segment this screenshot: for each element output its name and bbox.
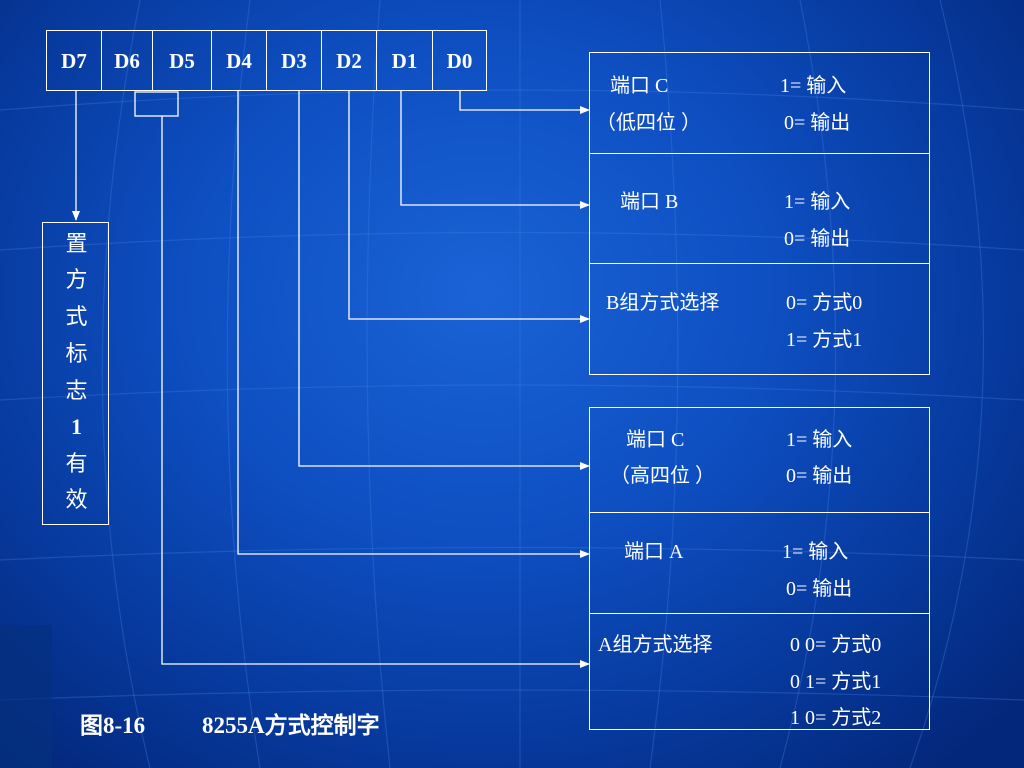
- group-b-box: 端口 C （低四位 ） 1= 输入 0= 输出 端口 B 1= 输入 0= 输出…: [589, 52, 930, 375]
- figure-number: 图8-16: [80, 713, 146, 738]
- port-c-high-opt-0: 0= 输出: [786, 465, 853, 487]
- mode-flag-char: 式: [65, 304, 88, 329]
- bit-d7-label: D7: [61, 49, 87, 73]
- bit-d0-cell: D0: [432, 30, 487, 91]
- group-a-divider: [590, 613, 929, 614]
- group-a-mode-opt-1: 0 1= 方式1: [790, 671, 882, 693]
- port-c-low-name: 端口 C: [610, 75, 669, 97]
- d4-to-port-a-line: [237, 91, 590, 558]
- bit-d6-label: D6: [114, 49, 140, 73]
- mode-flag-char: 置: [65, 231, 88, 256]
- port-a-name: 端口 A: [624, 541, 684, 563]
- mode-flag-char: 效: [65, 487, 88, 512]
- bit-d1-label: D1: [391, 49, 418, 73]
- group-a-mode-name: A组方式选择: [598, 634, 713, 656]
- bit-d4-label: D4: [226, 49, 252, 73]
- bit-d7-cell: D7: [46, 30, 102, 91]
- d3-to-port-c-high-line: [298, 91, 590, 470]
- port-b-name: 端口 B: [620, 191, 679, 213]
- bit-d2-label: D2: [336, 49, 362, 73]
- group-b-mode-name: B组方式选择: [606, 292, 720, 314]
- port-a-opt-0: 0= 输出: [786, 578, 853, 600]
- mode-flag-char: 志: [65, 378, 88, 403]
- d0-to-port-c-low-line: [459, 91, 590, 114]
- bit-d4-cell: D4: [211, 30, 267, 91]
- mode-flag-char: 1: [71, 414, 82, 439]
- bit-d2-cell: D2: [321, 30, 377, 91]
- group-a-mode-opt-2: 1 0= 方式2: [790, 707, 882, 729]
- port-c-high-sub: （高四位 ）: [610, 465, 715, 487]
- port-c-low-sub: （低四位 ）: [596, 112, 701, 134]
- group-a-mode-opt-0: 0 0= 方式0: [790, 634, 882, 656]
- bit-d3-label: D3: [281, 49, 307, 73]
- mode-flag-char: 方: [65, 267, 88, 292]
- group-a-box: 端口 C （高四位 ） 1= 输入 0= 输出 端口 A 1= 输入 0= 输出…: [589, 407, 930, 730]
- port-b-opt-0: 0= 输出: [784, 228, 851, 250]
- figure-title: 8255A方式控制字: [202, 713, 380, 738]
- group-b-mode-opt-1: 1= 方式1: [786, 329, 863, 351]
- bit-d1-cell: D1: [376, 30, 433, 91]
- port-c-low-opt-0: 0= 输出: [784, 112, 851, 134]
- mode-flag-char: 标: [65, 341, 88, 366]
- port-c-high-name: 端口 C: [626, 429, 685, 451]
- d6-d5-bracket: [134, 91, 179, 117]
- bit-d0-label: D0: [446, 49, 473, 73]
- port-a-opt-1: 1= 输入: [782, 541, 849, 563]
- bit-d5-label: D5: [169, 49, 195, 73]
- port-c-low-opt-1: 1= 输入: [780, 75, 847, 97]
- bit-d3-cell: D3: [266, 30, 322, 91]
- d1-to-port-b-line: [400, 91, 590, 209]
- d6-d5-to-group-a-mode-line: [161, 116, 590, 668]
- mode-flag-box: 置 方 式 标 志 1 有 效: [42, 222, 109, 525]
- port-b-opt-1: 1= 输入: [784, 191, 851, 213]
- port-c-high-opt-1: 1= 输入: [786, 429, 853, 451]
- bit-d5-cell: D5: [152, 30, 212, 91]
- group-b-divider: [590, 263, 929, 264]
- group-a-divider: [590, 512, 929, 513]
- group-b-divider: [590, 153, 929, 154]
- bit-d6-cell: D6: [101, 30, 153, 91]
- group-b-mode-opt-0: 0= 方式0: [786, 292, 863, 314]
- mode-flag-char: 有: [65, 451, 88, 476]
- d2-to-group-b-mode-line: [348, 91, 590, 323]
